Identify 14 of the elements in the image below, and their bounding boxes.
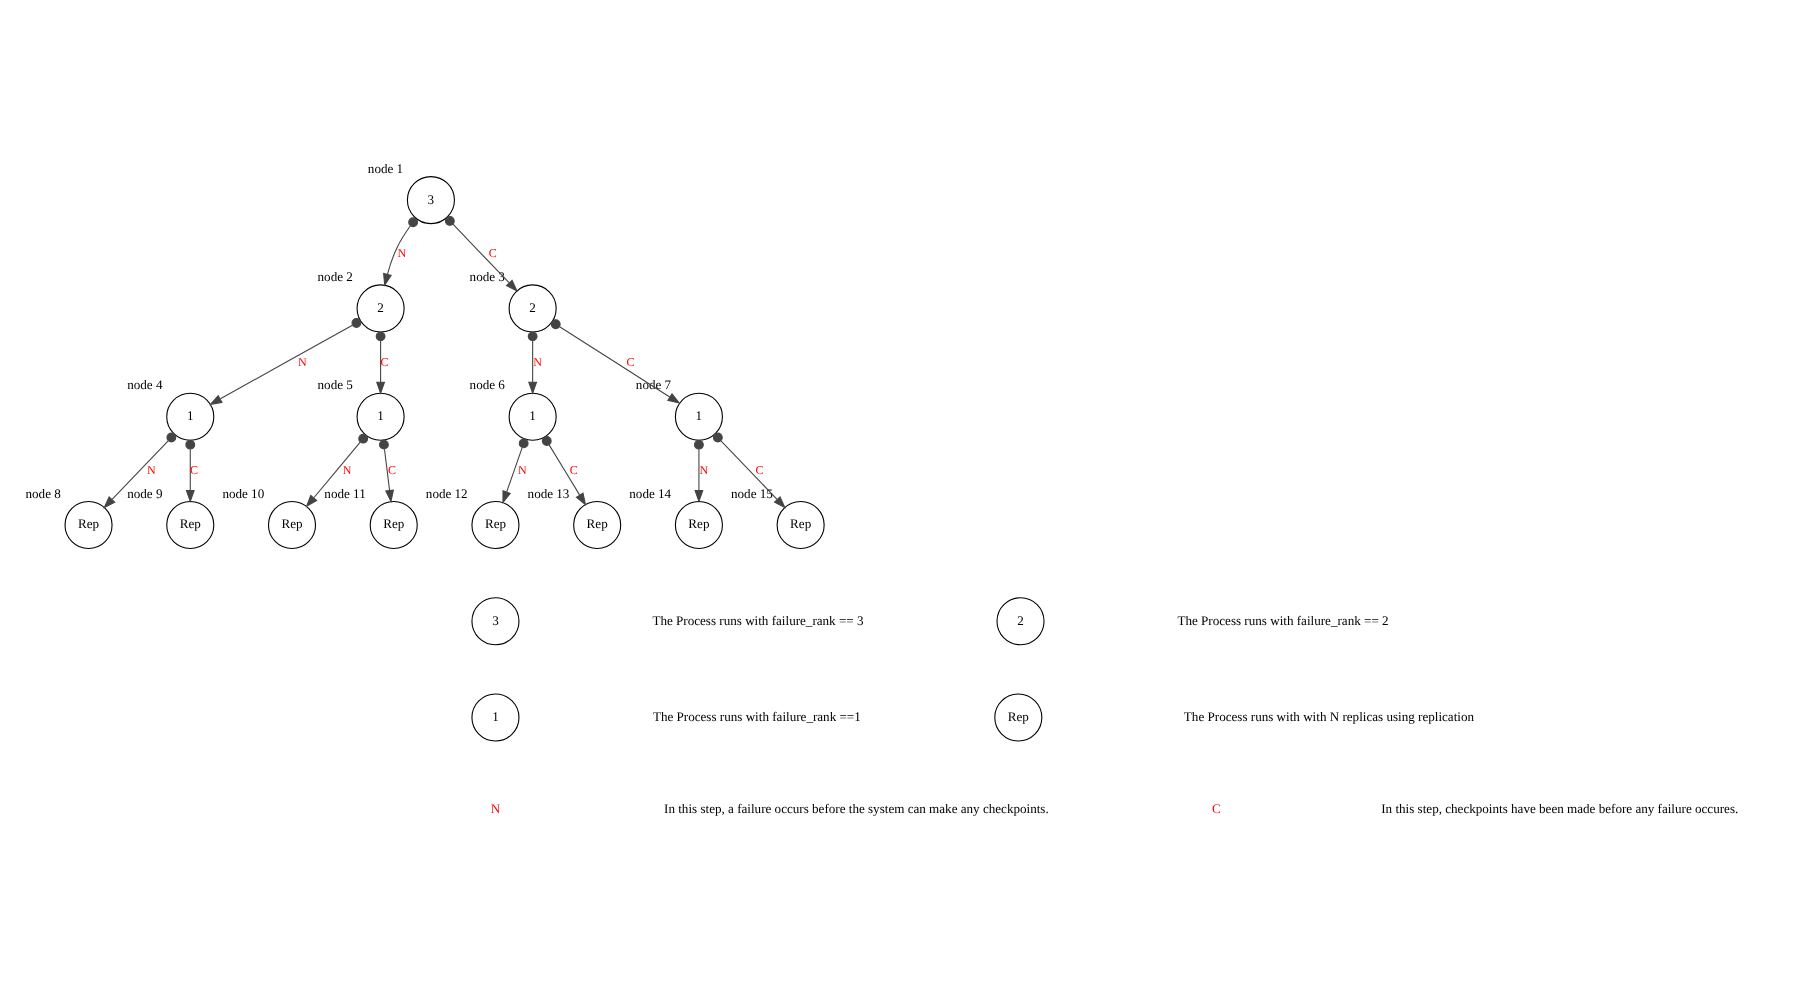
arrow (185, 438, 196, 503)
arrow (103, 431, 177, 508)
arrow (541, 435, 587, 505)
arrow (383, 216, 419, 286)
arrow (712, 431, 786, 508)
arrow (502, 437, 529, 503)
arrow (379, 438, 395, 503)
arrow (209, 317, 362, 405)
arrow (305, 432, 369, 507)
arrow (550, 318, 681, 403)
arrow (375, 330, 386, 394)
arrow (527, 330, 538, 394)
arrow (694, 438, 704, 503)
arrow (444, 215, 518, 292)
